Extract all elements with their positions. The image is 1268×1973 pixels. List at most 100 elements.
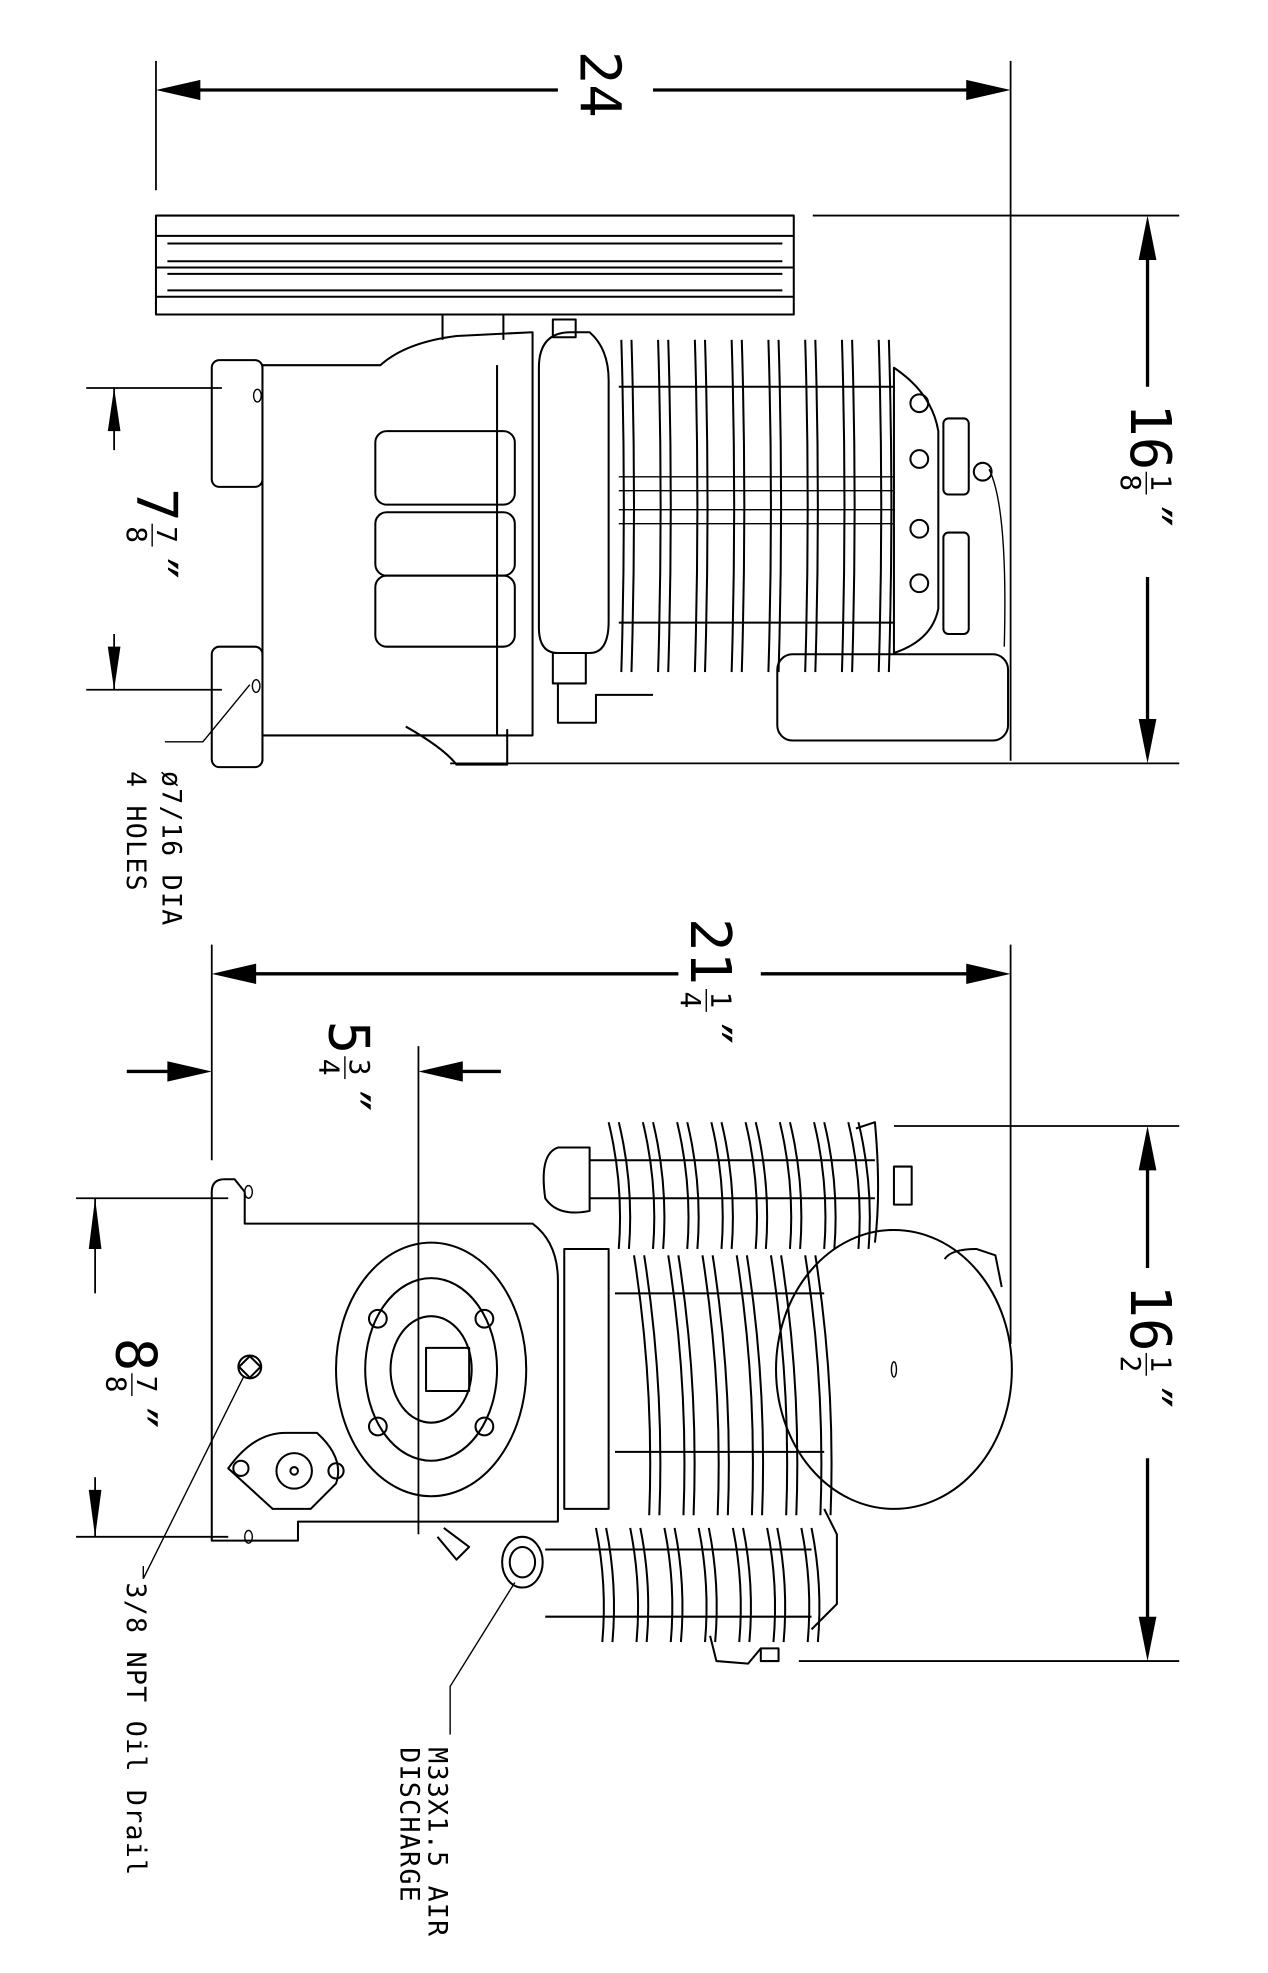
arrowhead <box>1138 215 1157 260</box>
cooling-fin <box>657 339 672 673</box>
fraction-numerator: 1 <box>1144 474 1177 491</box>
unit-mark: ″ <box>103 1401 168 1435</box>
dimension-whole: 8 <box>103 1338 168 1372</box>
fraction-numerator: 1 <box>704 992 737 1009</box>
unit-mark: ″ <box>1117 500 1182 534</box>
intercooler-upper <box>542 1121 913 1250</box>
crankcase <box>210 331 534 769</box>
dimension-overall-width-16-1-2: 16 1 2 ″ <box>798 1125 1182 1662</box>
cooling-fin <box>800 1527 821 1643</box>
note-mount-holes: ø7/16 DIA 4 HOLES <box>120 684 251 927</box>
note-mount-holes-diameter: ø7/16 DIA <box>155 771 186 927</box>
cooling-fin <box>710 1121 734 1250</box>
note-oil-drain: 3/8 NPT Oil Drail <box>120 1376 245 1876</box>
arrowhead <box>155 79 201 101</box>
leader-line <box>142 1376 245 1579</box>
fraction-numerator: 1 <box>1144 1355 1177 1372</box>
arrowhead <box>211 963 257 984</box>
unit-mark: ″ <box>316 1084 381 1118</box>
note-oil-drain-text: 3/8 NPT Oil Drail <box>120 1582 151 1876</box>
dimension-label: 21 1 4 ″ <box>674 918 742 1050</box>
cooling-fin <box>693 339 709 673</box>
unit-mark: ″ <box>1117 1381 1182 1415</box>
cooling-fin <box>840 339 856 673</box>
note-air-discharge-spec: M33X1.5 AIR <box>422 1747 453 1937</box>
cooling-fin <box>877 339 893 673</box>
crankcase-end <box>210 1178 559 1561</box>
end-view: 21 1 4 ″ 5 3 4 ″ <box>76 918 1182 1937</box>
arrowhead <box>88 1489 102 1537</box>
fraction-numerator: 3 <box>343 1059 376 1076</box>
arrowhead <box>88 1198 102 1249</box>
dimension-label: 16 1 2 ″ <box>1114 1284 1182 1414</box>
pulley <box>154 214 795 340</box>
arrowhead <box>107 646 121 690</box>
cooling-fin <box>847 1121 871 1250</box>
cooling-fin <box>676 1121 700 1250</box>
cooling-fin <box>667 1255 696 1516</box>
fraction-numerator: 7 <box>130 1376 163 1393</box>
note-air-discharge-label: DISCHARGE <box>394 1747 425 1903</box>
unit-mark: ″ <box>677 1017 742 1051</box>
fraction-denominator: 2 <box>1114 1355 1147 1372</box>
leader-line <box>449 1582 516 1735</box>
cooling-fin <box>778 1121 803 1250</box>
fraction-denominator: 8 <box>120 526 153 543</box>
fin-set <box>620 339 893 673</box>
cooling-fin <box>731 1527 752 1643</box>
dimension-label: 24 <box>567 51 632 118</box>
dimension-whole: 7 <box>123 488 188 522</box>
arrowhead <box>1138 1616 1157 1662</box>
dimension-whole: 21 <box>677 918 742 985</box>
cooling-fin <box>813 1121 837 1250</box>
cooling-fin <box>804 339 819 673</box>
arrowhead <box>418 1061 463 1082</box>
arrowhead <box>1138 718 1157 764</box>
cooling-fin <box>620 339 636 673</box>
cooling-fin <box>769 1255 799 1516</box>
arrowhead <box>966 963 1011 984</box>
fraction-denominator: 8 <box>1114 474 1147 491</box>
cooling-fin <box>730 339 746 673</box>
fin-set <box>607 1121 871 1250</box>
cooling-fin <box>735 1255 765 1516</box>
dimension-mount-spacing-7-7-8: 7 7 8 ″ <box>86 387 222 691</box>
cooling-fin <box>804 1255 833 1516</box>
top-view: 24 16 1 8 <box>86 51 1182 927</box>
fraction-denominator: 4 <box>313 1059 346 1076</box>
head-dome <box>775 1228 1013 1510</box>
cooling-fin <box>701 1255 730 1516</box>
cooling-fin <box>767 339 783 673</box>
dimension-whole: 16 <box>1117 1284 1182 1351</box>
dimension-shaft-offset-5-3-4: 5 3 4 ″ <box>126 1021 501 1535</box>
dimension-label: 16 1 8 ″ <box>1114 403 1182 533</box>
arrowhead <box>1138 1125 1157 1171</box>
fraction-numerator: 7 <box>150 526 183 543</box>
dimension-label: 8 7 8 ″ <box>100 1338 168 1435</box>
cooling-fin <box>607 1121 632 1250</box>
cooling-fin <box>641 1121 666 1250</box>
dimension-whole: 16 <box>1117 403 1182 470</box>
arrowhead <box>107 388 121 432</box>
arrowhead <box>167 1061 212 1082</box>
cylinder-fins <box>537 318 1010 742</box>
intercooler-lower <box>501 1508 838 1665</box>
cooling-fin <box>632 1255 662 1516</box>
arrowhead <box>966 79 1011 101</box>
dimension-overall-length-21-1-4: 21 1 4 ″ <box>210 918 1012 1345</box>
dimension-whole: 5 <box>316 1021 381 1055</box>
fin-set <box>594 1527 821 1643</box>
cooling-fin <box>766 1527 787 1643</box>
fin-set <box>632 1255 833 1516</box>
cooling-fin <box>744 1121 769 1250</box>
note-air-discharge: M33X1.5 AIR DISCHARGE <box>394 1582 516 1937</box>
fraction-denominator: 8 <box>100 1376 133 1393</box>
fraction-denominator: 4 <box>674 992 707 1009</box>
cooling-fin <box>594 1527 615 1643</box>
dimension-label: 5 3 4 ″ <box>313 1021 381 1118</box>
cooling-fin <box>663 1527 684 1643</box>
unit-mark: ″ <box>123 552 188 586</box>
dimension-label: 7 7 8 ″ <box>120 488 188 585</box>
note-mount-holes-count: 4 HOLES <box>120 771 151 892</box>
